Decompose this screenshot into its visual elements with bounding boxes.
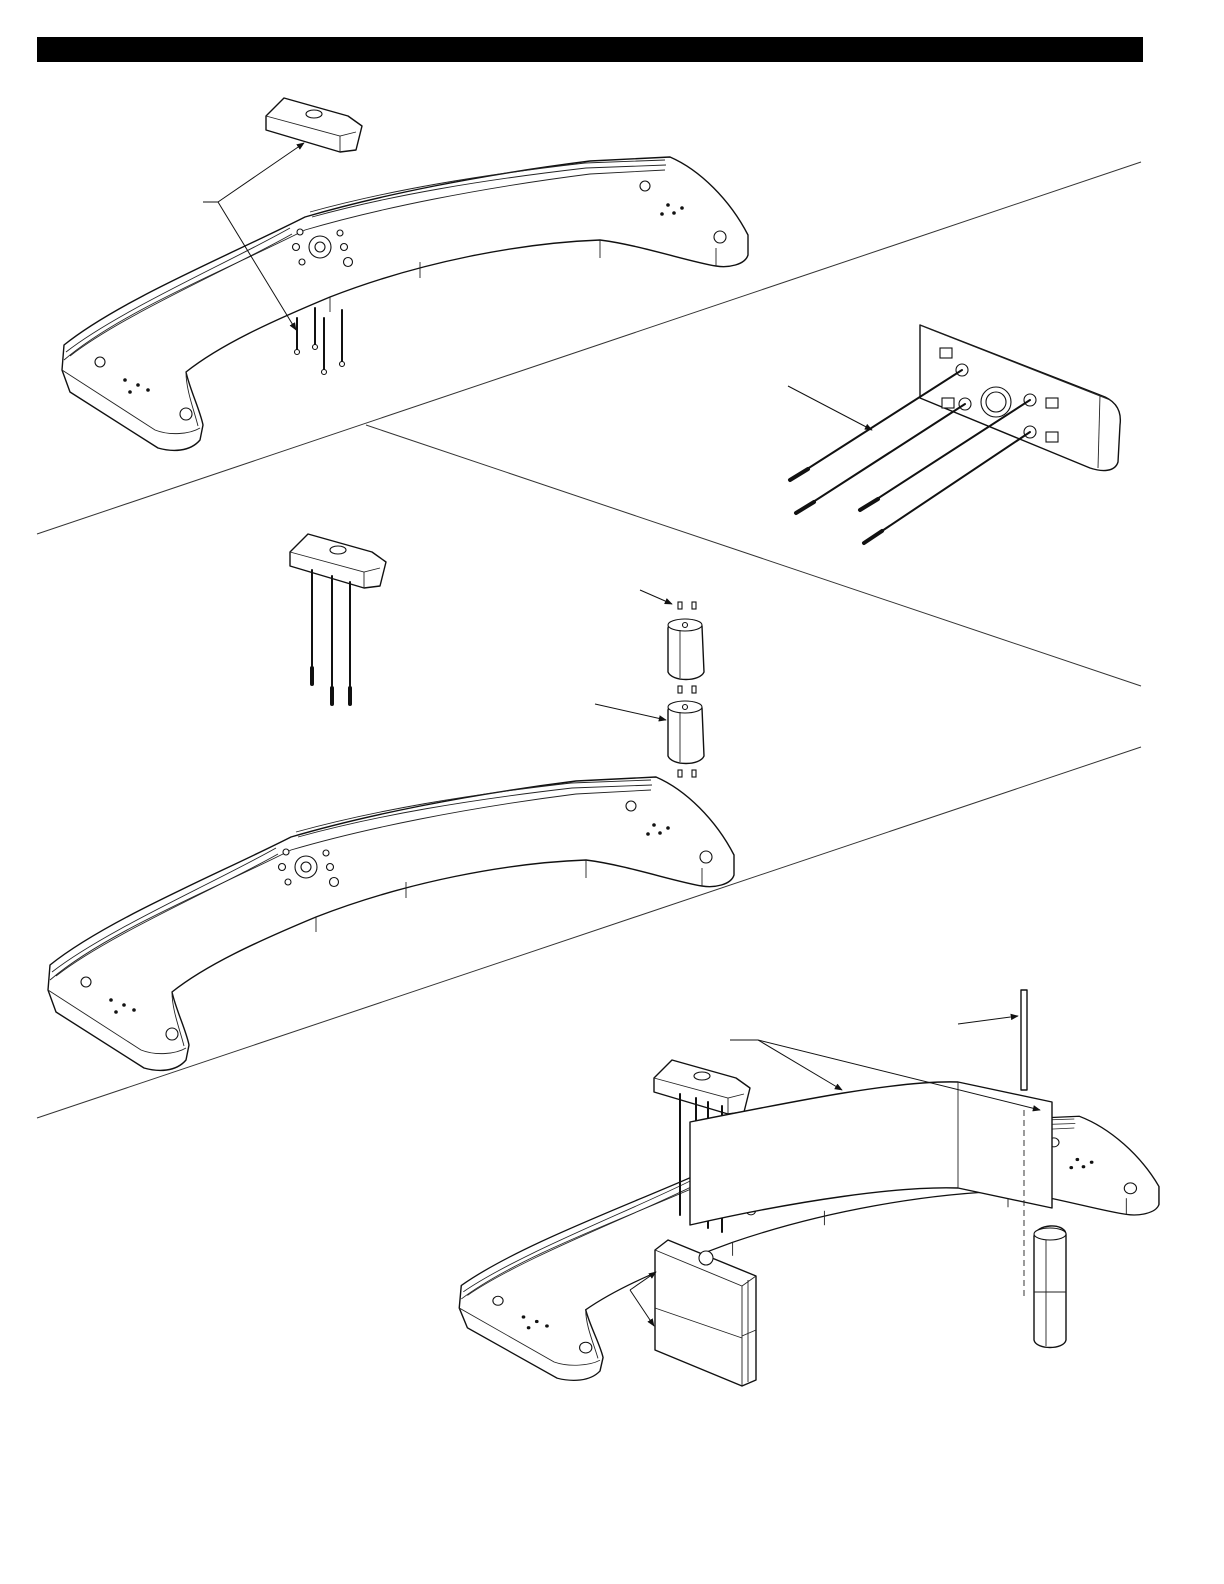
step-3-cap-rods [312, 570, 350, 704]
step-3-leader-line-pins [640, 590, 672, 604]
step-3-leader-line-post [595, 704, 666, 720]
step-1-base [62, 157, 748, 450]
step-3-top-cap [290, 534, 386, 588]
step-4-top-cap [654, 1060, 750, 1114]
step-4-column-right [1034, 1226, 1066, 1348]
step-4-column-left [655, 1240, 756, 1386]
step-1-top-cap [266, 98, 362, 152]
step-3-post-upper [668, 619, 704, 680]
step-2-leader-line [788, 386, 872, 430]
step-3-base [48, 777, 734, 1070]
step-3-post-lower [668, 701, 704, 764]
step-1-screws [295, 308, 345, 375]
step-2-cap-detail [920, 325, 1120, 470]
divider-line-2 [366, 425, 1141, 686]
